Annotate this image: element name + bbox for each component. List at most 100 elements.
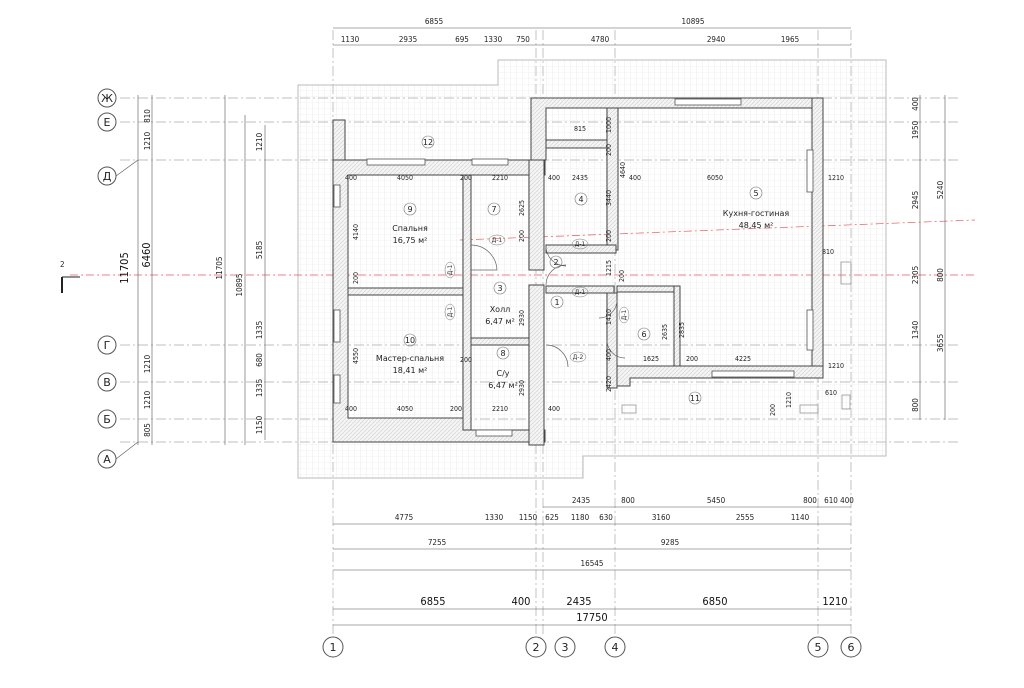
- axis-label-2: 2: [533, 641, 540, 654]
- svg-text:1: 1: [554, 298, 559, 307]
- svg-text:200: 200: [769, 404, 777, 416]
- svg-text:2210: 2210: [492, 174, 508, 182]
- svg-text:12: 12: [423, 138, 433, 147]
- room-area-hall: 6,47 м²: [485, 317, 515, 326]
- room-area-kitchen: 48,45 м²: [739, 221, 774, 230]
- svg-text:Д-1: Д-1: [575, 289, 586, 296]
- svg-text:630: 630: [599, 513, 613, 522]
- svg-text:400: 400: [345, 405, 357, 413]
- svg-text:Д-1: Д-1: [492, 237, 503, 244]
- svg-text:200: 200: [352, 272, 360, 284]
- svg-text:4780: 4780: [591, 35, 610, 44]
- svg-text:1420: 1420: [605, 309, 613, 325]
- room-name-master: Мастер-спальня: [376, 354, 444, 363]
- svg-text:800: 800: [621, 496, 635, 505]
- svg-text:11705: 11705: [118, 252, 131, 283]
- svg-text:5450: 5450: [707, 496, 726, 505]
- svg-text:200: 200: [686, 355, 698, 363]
- right-dimension-text: 400 1950 2945 2305 1340 800 5240 800 365…: [911, 97, 945, 412]
- svg-text:4640: 4640: [619, 162, 627, 178]
- svg-text:11705: 11705: [215, 257, 224, 280]
- svg-text:3655: 3655: [936, 334, 945, 352]
- svg-text:1330: 1330: [485, 513, 504, 522]
- svg-text:200: 200: [605, 230, 613, 242]
- svg-text:1180: 1180: [571, 513, 590, 522]
- svg-text:400: 400: [629, 174, 641, 182]
- svg-text:2435: 2435: [566, 595, 591, 608]
- svg-text:2435: 2435: [572, 174, 588, 182]
- left-dimension-text: 810 1210 6460 1210 1210 805 11705 11705 …: [118, 109, 264, 437]
- svg-text:3160: 3160: [652, 513, 671, 522]
- svg-text:800: 800: [803, 496, 817, 505]
- svg-text:9: 9: [407, 205, 412, 214]
- svg-text:Д-1: Д-1: [575, 241, 586, 248]
- room-name-kitchen: Кухня-гостиная: [723, 209, 790, 218]
- axis-label-d: Д: [103, 170, 112, 183]
- svg-text:625: 625: [545, 513, 559, 522]
- svg-text:Д-1: Д-1: [447, 264, 454, 275]
- svg-text:4050: 4050: [397, 405, 413, 413]
- walls: [332, 97, 824, 446]
- svg-text:400: 400: [911, 97, 920, 111]
- top-dimension-text: 6855 10895 1130 2935 695 1330 750 4780 2…: [341, 17, 799, 44]
- axis-label-g: Г: [104, 339, 111, 352]
- svg-text:16545: 16545: [581, 559, 604, 568]
- svg-text:1625: 1625: [643, 355, 659, 363]
- axis-label-v: В: [103, 376, 111, 389]
- svg-text:2555: 2555: [736, 513, 754, 522]
- left-dimension-lines: [137, 95, 266, 445]
- svg-text:1210: 1210: [143, 131, 152, 150]
- svg-text:1150: 1150: [255, 415, 264, 434]
- svg-text:800: 800: [911, 398, 920, 412]
- svg-text:400: 400: [605, 349, 613, 361]
- svg-text:1140: 1140: [791, 513, 810, 522]
- axis-label-6: 6: [848, 641, 855, 654]
- svg-text:5: 5: [753, 189, 758, 198]
- svg-text:6460: 6460: [140, 242, 153, 267]
- column-axis-bubbles: 1 2 3 4 5 6: [322, 636, 862, 658]
- svg-text:Д-1: Д-1: [621, 309, 628, 320]
- svg-text:5185: 5185: [255, 241, 264, 259]
- section-lines: [70, 219, 976, 276]
- svg-text:810: 810: [822, 248, 834, 256]
- room-name-bedroom: Спальня: [392, 224, 428, 233]
- svg-text:4140: 4140: [352, 224, 360, 240]
- svg-text:2625: 2625: [518, 200, 526, 216]
- svg-text:6855: 6855: [420, 595, 445, 608]
- svg-text:4: 4: [578, 195, 583, 204]
- svg-text:400: 400: [548, 174, 560, 182]
- svg-text:10895: 10895: [682, 17, 705, 26]
- svg-text:1215: 1215: [605, 260, 613, 276]
- svg-text:1340: 1340: [911, 320, 920, 339]
- bottom-dimension-text: 2435 800 5450 800 610 400 4775 1330 1150…: [395, 496, 854, 624]
- svg-text:1950: 1950: [911, 120, 920, 139]
- svg-text:Д-2: Д-2: [573, 354, 584, 361]
- svg-text:5240: 5240: [936, 180, 945, 199]
- svg-text:1335: 1335: [255, 321, 264, 339]
- axis-label-a: А: [103, 453, 111, 466]
- svg-text:4775: 4775: [395, 513, 413, 522]
- axis-label-1: 1: [330, 641, 337, 654]
- room-area-wc: 6,47 м²: [488, 381, 518, 390]
- svg-text:3: 3: [497, 284, 502, 293]
- svg-text:400: 400: [345, 174, 357, 182]
- windows: [333, 98, 814, 437]
- site-grid-area: [297, 59, 887, 479]
- axis-label-3: 3: [562, 641, 569, 654]
- svg-text:2930: 2930: [518, 310, 526, 326]
- svg-text:1000: 1000: [605, 117, 613, 133]
- svg-text:Д-1: Д-1: [447, 306, 454, 317]
- svg-text:2835: 2835: [678, 322, 686, 338]
- svg-text:1210: 1210: [143, 354, 152, 373]
- svg-text:200: 200: [605, 144, 613, 156]
- svg-text:7255: 7255: [428, 538, 446, 547]
- svg-text:800: 800: [936, 268, 945, 282]
- svg-text:9285: 9285: [661, 538, 679, 547]
- svg-text:1330: 1330: [484, 35, 503, 44]
- svg-text:1210: 1210: [255, 132, 264, 151]
- room-area-master: 18,41 м²: [393, 366, 428, 375]
- room-tags: 9 Спальня 16,75 м² 10 Мастер-спальня 18,…: [376, 135, 790, 405]
- svg-text:815: 815: [574, 125, 586, 133]
- svg-text:1335: 1335: [255, 379, 264, 397]
- svg-text:200: 200: [460, 356, 472, 364]
